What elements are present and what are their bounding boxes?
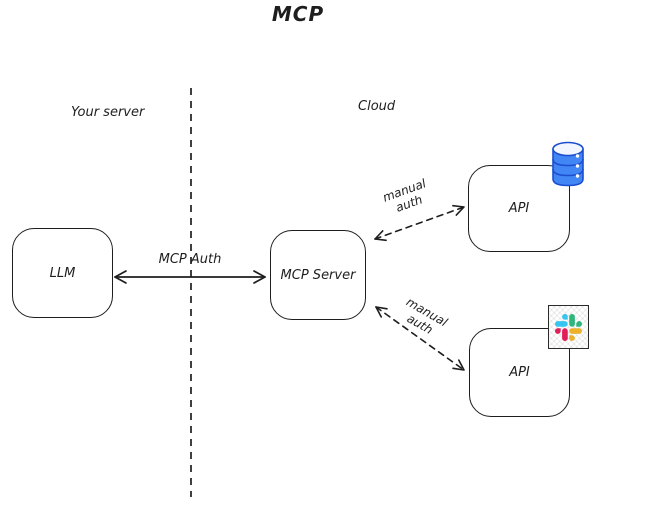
edge-label-mcp-auth: MCP Auth: [158, 252, 222, 267]
slack-logo: [555, 313, 582, 341]
node-mcp-server-label: MCP Server: [280, 267, 356, 283]
region-label-cloud: Cloud: [358, 99, 396, 114]
node-llm-label: LLM: [49, 265, 76, 281]
node-mcp-server: MCP Server: [270, 230, 366, 320]
node-llm: LLM: [12, 228, 113, 318]
edge-llm-mcp-arrow: [114, 270, 266, 284]
slack-icon: [548, 305, 589, 349]
node-api-slack-label: API: [509, 365, 530, 380]
database-icon: [552, 141, 584, 187]
edge-mcp-api-slack-arrow: [375, 306, 465, 371]
region-label-your-server: Your server: [71, 105, 145, 120]
node-api-database-label: API: [508, 201, 530, 216]
edge-mcp-api-db-arrow: [374, 204, 465, 242]
diagram-title: MCP: [271, 2, 325, 26]
